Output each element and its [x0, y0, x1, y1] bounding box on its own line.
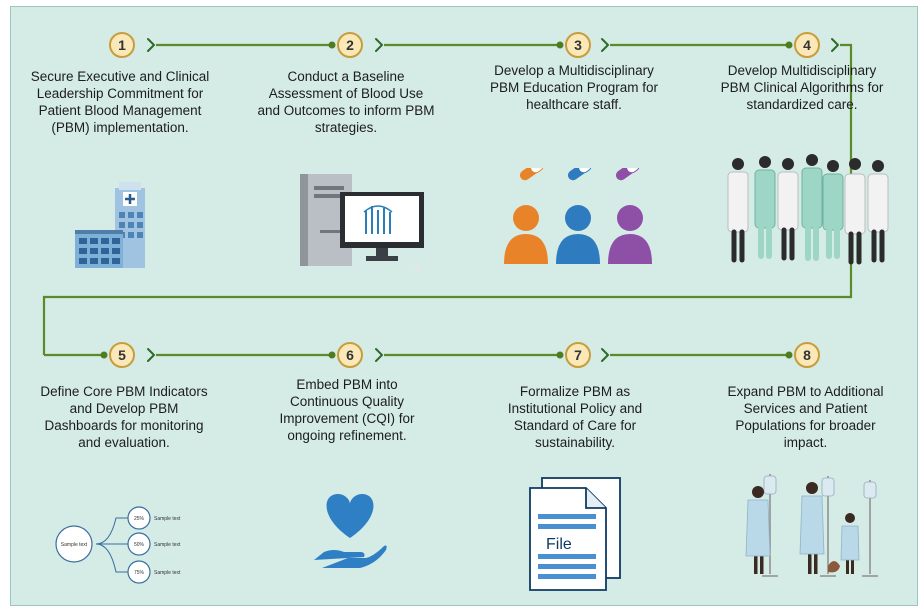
dashboard-node-label: Sample text	[154, 542, 181, 548]
file-document-icon: File	[529, 477, 621, 591]
dashboard-node-value: 50%	[134, 542, 145, 548]
chevron-right-icon	[375, 348, 383, 362]
connector-dot	[100, 351, 108, 359]
dashboard-icon: Sample text 25% 50% 75% Sample text Samp…	[55, 506, 181, 584]
education-group-icon	[504, 168, 652, 264]
step-1-badge: 1	[109, 32, 135, 58]
connector-dot	[556, 351, 564, 359]
step-8-badge: 8	[794, 342, 820, 368]
step-7-badge: 7	[565, 342, 591, 368]
step-4-badge: 4	[794, 32, 820, 58]
connector-dot	[785, 41, 793, 49]
dashboard-node-value: 25%	[134, 516, 145, 522]
hospital-icon	[75, 182, 145, 268]
dashboard-node-label: Sample text	[154, 570, 181, 576]
connector-dot	[328, 351, 336, 359]
step-7-text: Formalize PBM as Institutional Policy an…	[507, 384, 643, 450]
step-8-text: Expand PBM to Additional Services and Pa…	[727, 384, 884, 450]
connector-dot	[328, 41, 336, 49]
connector-dot	[785, 351, 793, 359]
file-icon-label: File	[546, 536, 572, 553]
step-5-badge: 5	[109, 342, 135, 368]
step-3-text: Develop a Multidisciplinary PBM Educatio…	[489, 63, 659, 112]
chevron-right-icon	[601, 348, 609, 362]
chevron-right-icon	[601, 38, 609, 52]
connector-wrap-line	[42, 43, 853, 355]
clinicians-icon	[727, 154, 889, 265]
step-6-badge: 6	[337, 342, 363, 368]
step-2-badge: 2	[337, 32, 363, 58]
chevron-right-icon	[147, 348, 155, 362]
connector-dot	[556, 41, 564, 49]
chevron-right-icon	[375, 38, 383, 52]
dashboard-center-label: Sample text	[61, 542, 88, 548]
heart-hand-icon	[314, 494, 387, 568]
step-6-text: Embed PBM into Continuous Quality Improv…	[279, 377, 415, 443]
dashboard-node-value: 75%	[134, 570, 145, 576]
step-2-text: Conduct a Baseline Assessment of Blood U…	[257, 69, 435, 135]
step-3-badge: 3	[565, 32, 591, 58]
step-5-text: Define Core PBM Indicators and Develop P…	[40, 384, 208, 450]
step-1-text: Secure Executive and Clinical Leadership…	[30, 69, 210, 135]
chevron-right-icon	[147, 38, 155, 52]
patients-icon	[745, 474, 878, 577]
dashboard-node-label: Sample text	[154, 516, 181, 522]
computer-icon	[300, 174, 424, 270]
chevron-right-icon	[831, 38, 839, 52]
step-4-text: Develop Multidisciplinary PBM Clinical A…	[720, 63, 884, 112]
